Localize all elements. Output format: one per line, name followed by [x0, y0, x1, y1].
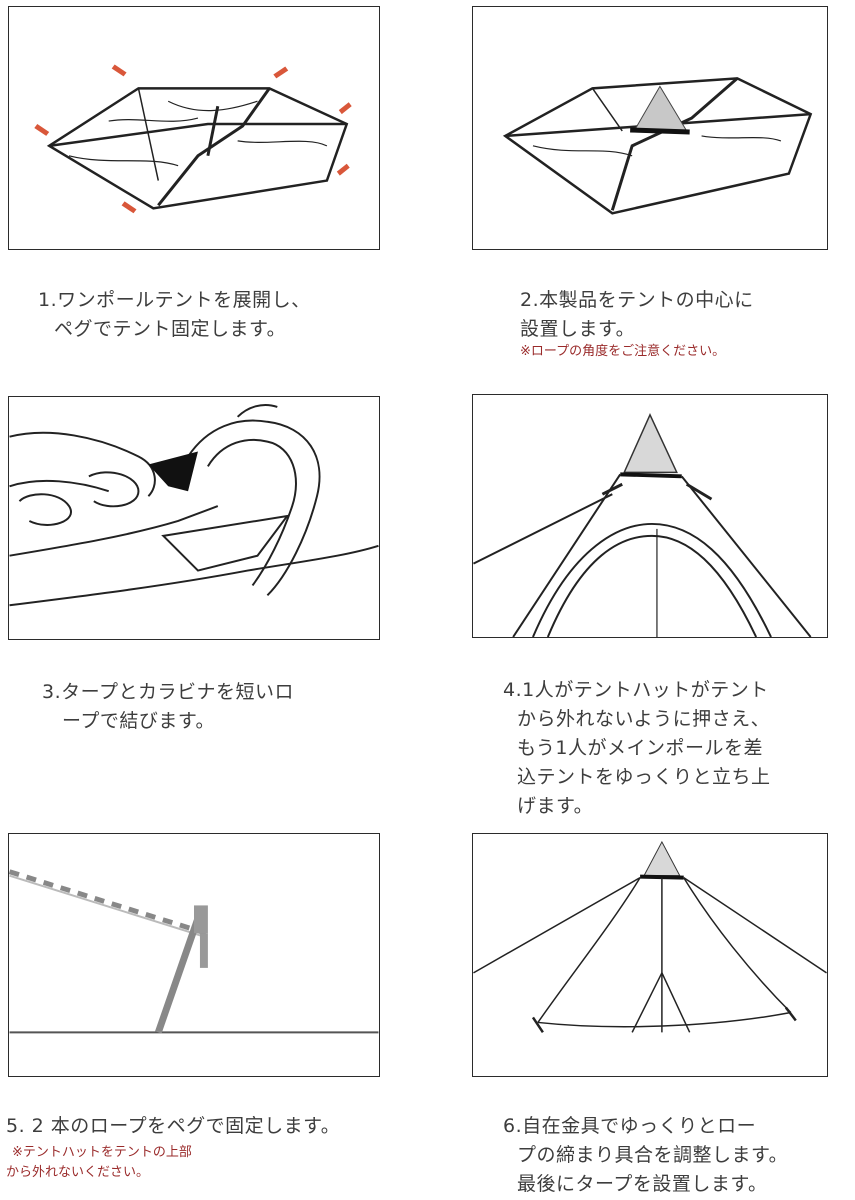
step4-illustration: [472, 394, 828, 638]
finished-tent-drawing: [473, 840, 827, 1034]
step2-caption: 2.本製品をテントの中心に 設置します。: [520, 286, 754, 344]
step3-caption: 3.タープとカラビナを短いロ ープで結びます。: [42, 678, 294, 736]
tent-center-hat-drawing: [502, 77, 813, 215]
tent-spread-drawing: [34, 64, 352, 214]
step5-illustration: [8, 833, 380, 1077]
step4-line5: げます。: [517, 795, 594, 817]
step5-note-line2: から外れないください。: [6, 1165, 150, 1180]
step4-caption: 4.1人がテントハットがテント から外れないように押さえ、 もう1人がメインポー…: [503, 676, 771, 821]
step1-caption: 1.ワンポールテントを展開し、 ペグでテント固定します。: [38, 286, 311, 344]
rope-peg-drawing: [9, 869, 379, 1034]
step3-line1: 3.タープとカラビナを短いロ: [42, 681, 294, 703]
step4-line1: 4.1人がテントハットがテント: [503, 679, 769, 701]
step6-caption: 6.自在金具でゆっくりとロー プの締まり具合を調整します。 最後にタープを設置し…: [503, 1112, 788, 1199]
step4-line4: 込テントをゆっくりと立ち上: [517, 766, 771, 788]
step5-caption: 5. 2 本のロープをペグで固定します。: [6, 1112, 340, 1141]
step4-line3: もう1人がメインポールを差: [517, 737, 764, 759]
tent-rising-drawing: [473, 413, 812, 637]
step1-line2: ペグでテント固定します。: [54, 318, 287, 340]
step5-line1: 5. 2 本のロープをペグで固定します。: [6, 1115, 341, 1137]
step2-note: ※ロープの角度をご注意ください。: [520, 344, 726, 359]
step3-illustration: [8, 396, 380, 640]
step3-line2: ープで結びます。: [62, 710, 215, 732]
step2-line2: 設置します。: [520, 318, 636, 340]
step1-line1: 1.ワンポールテントを展開し、: [38, 289, 311, 311]
step4-line2: から外れないように押さえ、: [517, 708, 771, 730]
step5-note-line1: ※テントハットをテントの上部: [12, 1145, 192, 1160]
step6-illustration: [472, 833, 828, 1077]
step6-line1: 6.自在金具でゆっくりとロー: [503, 1115, 757, 1137]
step6-line2: プの締まり具合を調整します。: [517, 1144, 789, 1166]
carabiner-tie-drawing: [9, 403, 379, 607]
step6-line3: 最後にタープを設置します。: [517, 1173, 768, 1195]
step2-illustration: [472, 6, 828, 250]
step2-line1: 2.本製品をテントの中心に: [520, 289, 754, 311]
step1-illustration: [8, 6, 380, 250]
